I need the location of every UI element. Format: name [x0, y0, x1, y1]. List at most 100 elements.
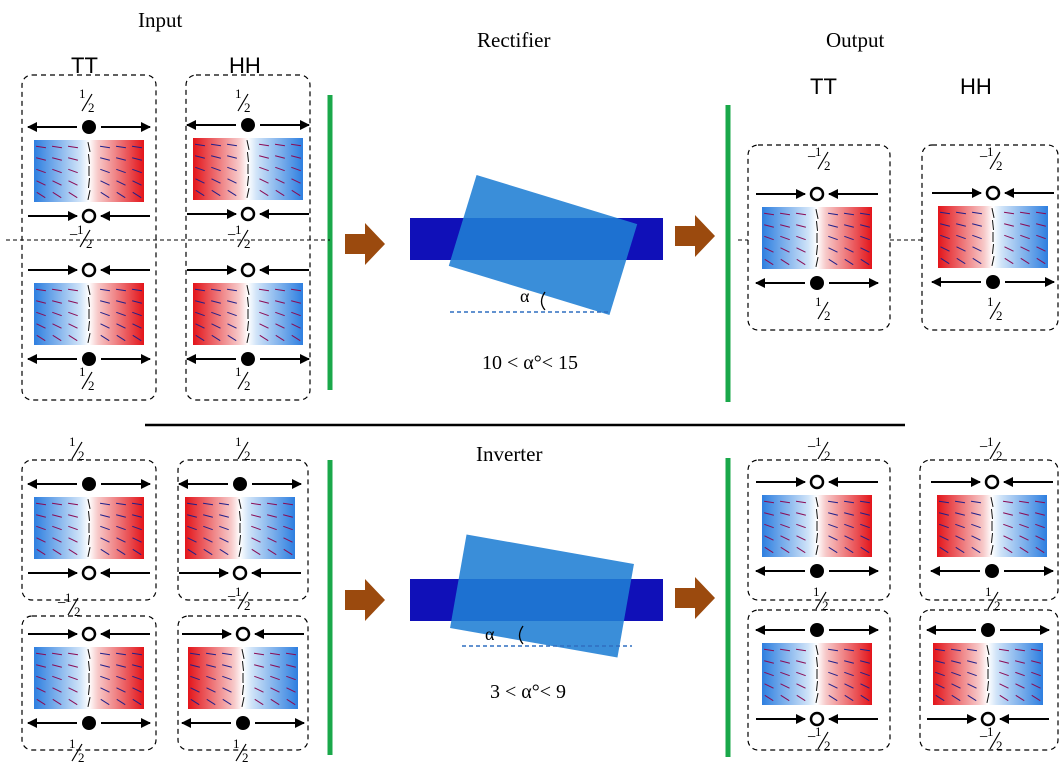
fraction-numerator: 1: [813, 584, 820, 599]
charge-label-half: 12: [815, 294, 831, 323]
field-vector: [955, 211, 967, 215]
field-vector: [935, 694, 945, 702]
fraction-numerator: 1: [987, 434, 994, 449]
field-vector: [827, 500, 839, 504]
field-vector: [87, 142, 91, 152]
field-vector: [254, 687, 264, 693]
field-vector: [36, 664, 46, 668]
field-vector: [246, 188, 250, 198]
fraction-numerator: 1: [815, 144, 822, 159]
field-vector: [227, 323, 237, 329]
field-vector: [966, 648, 978, 652]
field-vector: [986, 656, 990, 668]
field-vector: [195, 300, 205, 304]
field-vector: [859, 648, 871, 652]
field-vector: [1003, 211, 1015, 215]
field-vector: [1020, 234, 1030, 240]
field-vector: [986, 645, 990, 655]
open-circle-icon: [235, 626, 251, 642]
field-vector: [1002, 500, 1014, 504]
field-vector: [764, 224, 774, 228]
inverter-title: Inverter: [476, 442, 543, 466]
field-vector: [940, 246, 950, 252]
field-vector: [1004, 246, 1014, 252]
fraction-numerator: 1: [235, 222, 242, 237]
field-vector: [116, 525, 126, 531]
charge-label-half: 12: [985, 584, 1001, 613]
output-tt-wall: [762, 207, 872, 269]
field-vector: [843, 212, 855, 216]
fraction-slash: [237, 441, 249, 460]
field-vector: [990, 545, 994, 555]
field-vector: [246, 140, 250, 150]
fraction-denominator: 2: [86, 236, 93, 251]
fraction-numerator: 1: [235, 364, 242, 379]
field-vector: [100, 698, 110, 706]
field-vector: [132, 514, 142, 518]
fraction-numerator: 1: [235, 584, 242, 599]
filled-circle-icon: [82, 120, 96, 134]
field-vector: [238, 510, 242, 522]
field-vector: [796, 235, 806, 241]
field-vector: [828, 523, 838, 529]
field-vector: [991, 219, 995, 231]
field-vector: [36, 311, 46, 317]
field-vector: [286, 698, 296, 706]
fraction-denominator: 2: [244, 448, 251, 463]
field-vector: [956, 234, 966, 240]
field-vector: [796, 694, 806, 702]
field-vector: [764, 683, 774, 689]
field-vector: [828, 235, 838, 241]
field-vector: [254, 698, 264, 706]
fraction-denominator: 2: [824, 158, 831, 173]
field-vector: [290, 288, 302, 292]
charge-label-minus-half: −12: [227, 222, 251, 251]
field-vector: [970, 500, 982, 504]
field-vector: [36, 675, 46, 681]
open-circle-icon: [985, 185, 1001, 201]
field-vector: [999, 671, 1009, 677]
charge-label-half: 12: [79, 86, 95, 115]
field-vector: [116, 548, 126, 556]
field-vector: [860, 671, 870, 677]
field-vector: [116, 675, 126, 681]
tt-output-group-box: [747, 144, 891, 331]
field-vector: [99, 145, 111, 149]
charge-label-half: 12: [69, 434, 85, 463]
field-vector: [52, 180, 62, 186]
field-vector: [206, 664, 216, 668]
field-vector: [259, 334, 269, 342]
field-vector: [283, 537, 293, 543]
field-vector: [1031, 671, 1041, 677]
field-vector: [51, 145, 63, 149]
field-vector: [764, 523, 774, 529]
tt-input-group-box: [21, 74, 157, 401]
field-vector: [219, 514, 229, 518]
field-vector: [68, 675, 78, 681]
field-vector: [972, 257, 982, 265]
field-vector: [998, 648, 1010, 652]
field-vector: [254, 675, 264, 681]
field-vector: [116, 334, 126, 342]
field-vector: [275, 155, 285, 159]
field-vector: [1020, 223, 1030, 227]
field-vector: [222, 687, 232, 693]
field-vector: [291, 323, 301, 329]
minus-sign: −: [979, 439, 988, 456]
field-vector: [206, 698, 216, 706]
charge-label-half: 12: [79, 364, 95, 393]
field-vector: [116, 191, 126, 199]
field-vector: [275, 323, 285, 329]
field-vector: [132, 675, 142, 681]
field-vector: [939, 535, 949, 541]
field-vector: [187, 525, 197, 531]
field-vector: [986, 693, 990, 703]
field-vector: [100, 300, 110, 304]
field-vector: [290, 143, 302, 147]
fraction-denominator: 2: [244, 100, 251, 115]
field-vector: [939, 211, 951, 215]
field-vector: [780, 224, 790, 228]
fraction-denominator: 2: [824, 308, 831, 323]
field-vector: [52, 311, 62, 317]
field-vector: [955, 535, 965, 541]
